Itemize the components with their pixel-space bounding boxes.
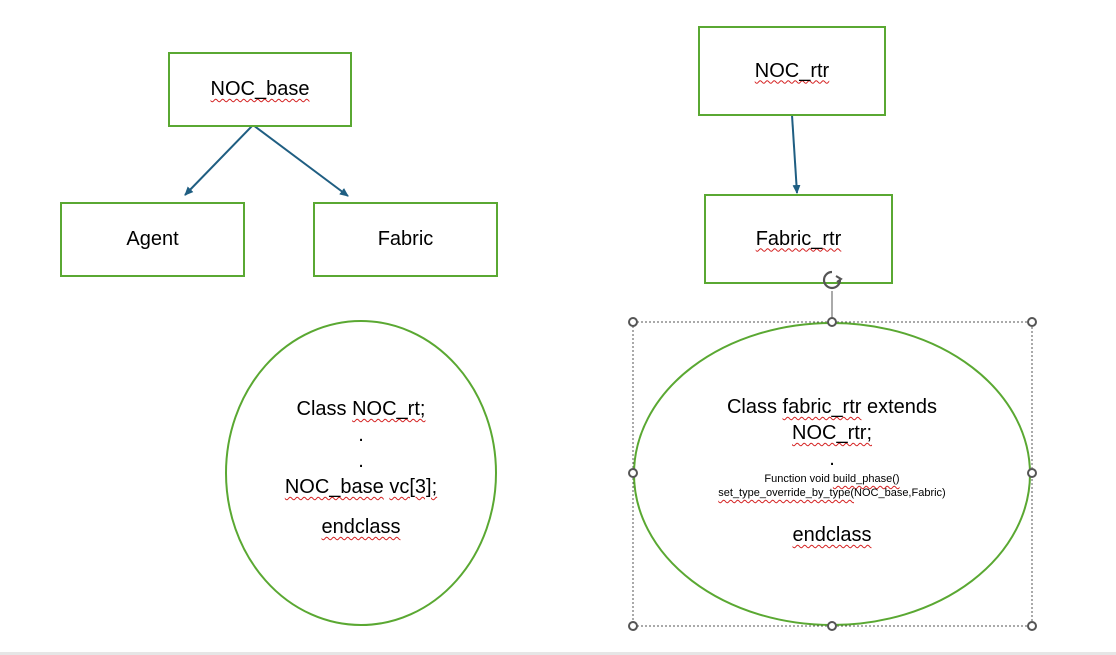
fabric-rtr-box[interactable]: Fabric_rtr bbox=[704, 194, 893, 284]
noc-base-label: NOC_base bbox=[210, 78, 310, 100]
ellipsis-dot: . bbox=[829, 448, 835, 470]
fabric-label: Fabric bbox=[377, 228, 434, 250]
endclass-keyword: endclass bbox=[792, 524, 872, 546]
arrow-root-to-fabric bbox=[252, 124, 349, 197]
fabric-rtr-label: Fabric_rtr bbox=[755, 227, 842, 250]
agent-label: Agent bbox=[126, 228, 179, 250]
override-call: set_type_override_by_type(NOC_base,Fabri… bbox=[718, 487, 946, 499]
function-declaration: Function void build_phase() bbox=[764, 473, 900, 485]
resize-handle-bottom-center[interactable] bbox=[827, 621, 837, 631]
ellipsis-dot: . bbox=[358, 450, 364, 472]
resize-handle-bottom-right[interactable] bbox=[1027, 621, 1037, 631]
class-name: NOC_rt; bbox=[352, 398, 426, 420]
noc-rtr-box[interactable]: NOC_rtr bbox=[698, 26, 886, 116]
class-declaration: Class NOC_rt; bbox=[296, 398, 426, 420]
resize-handle-top-center[interactable] bbox=[827, 317, 837, 327]
noc-base-box[interactable]: NOC_base bbox=[168, 52, 352, 127]
resize-handle-top-right[interactable] bbox=[1027, 317, 1037, 327]
noc-rtr-label: NOC_rtr bbox=[754, 59, 830, 82]
arrow-noc-rtr-to-fabric-rtr bbox=[791, 114, 801, 194]
class-declaration: Class fabric_rtr extends bbox=[726, 396, 938, 418]
arrow-root-to-agent bbox=[184, 124, 254, 196]
bottom-divider bbox=[0, 652, 1116, 655]
resize-handle-bottom-left[interactable] bbox=[628, 621, 638, 631]
resize-handle-middle-right[interactable] bbox=[1027, 468, 1037, 478]
right-ellipse-text: Class fabric_rtr extends NOC_rtr; . Func… bbox=[682, 394, 982, 548]
left-ellipse-shape[interactable] bbox=[225, 320, 497, 626]
ellipsis-dot: . bbox=[358, 424, 364, 446]
member-declaration: NOC_base vc[3]; bbox=[284, 476, 438, 498]
endclass-keyword: endclass bbox=[321, 516, 401, 538]
resize-handle-top-left[interactable] bbox=[628, 317, 638, 327]
rotate-handle-icon[interactable] bbox=[820, 268, 844, 292]
agent-box[interactable]: Agent bbox=[60, 202, 245, 277]
parent-class: NOC_rtr; bbox=[792, 422, 872, 444]
resize-handle-middle-left[interactable] bbox=[628, 468, 638, 478]
left-ellipse-text: Class NOC_rt; . . NOC_base vc[3]; endcla… bbox=[241, 396, 481, 540]
fabric-box[interactable]: Fabric bbox=[313, 202, 498, 277]
